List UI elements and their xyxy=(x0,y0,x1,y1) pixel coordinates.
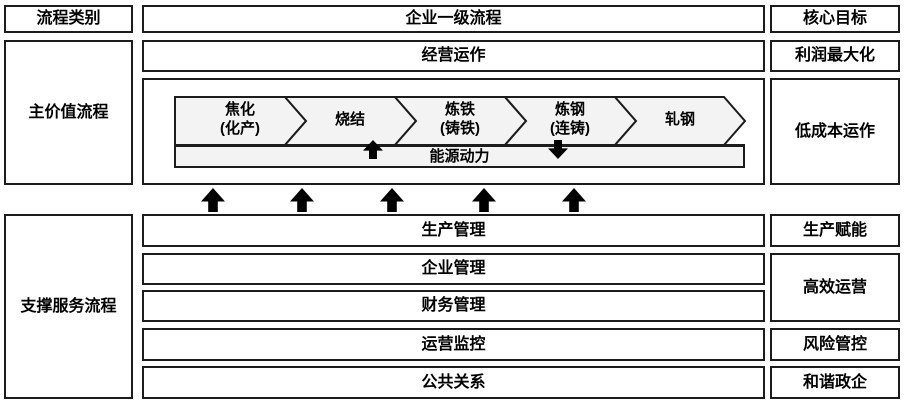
main-value-flow-box: 焦化 (化产) 烧结 炼铁 (铸铁) 炼钢 (连铸) 轧钢 能源动力 xyxy=(142,78,765,185)
row-label: 财务管理 xyxy=(421,297,486,315)
goal-label: 和谐政企 xyxy=(802,373,867,391)
header-core-goal-label: 核心目标 xyxy=(802,10,867,28)
support-up-arrow-icon xyxy=(201,188,225,212)
row-label: 公共关系 xyxy=(421,373,486,391)
row-public-relations: 公共关系 xyxy=(142,366,765,399)
goal-low-cost-operation: 低成本运作 xyxy=(770,78,900,185)
support-up-arrow-icon xyxy=(290,188,314,212)
goal-label: 低成本运作 xyxy=(794,122,875,140)
goal-label: 生产赋能 xyxy=(802,221,867,239)
goal-production-enablement: 生产赋能 xyxy=(770,214,900,247)
goal-label: 高效运营 xyxy=(802,278,867,296)
category-support-service: 支撑服务流程 xyxy=(4,214,133,399)
header-process-category: 流程类别 xyxy=(4,5,133,33)
row-finance-management: 财务管理 xyxy=(142,290,765,322)
row-enterprise-management: 企业管理 xyxy=(142,253,765,285)
row-label: 生产管理 xyxy=(421,221,486,239)
energy-power-bar: 能源动力 xyxy=(174,144,745,168)
category-main-value: 主价值流程 xyxy=(4,40,133,185)
row-label: 运营监控 xyxy=(421,335,486,353)
support-up-arrow-icon xyxy=(472,188,496,212)
support-up-arrow-icon xyxy=(562,188,586,212)
header-level1-process: 企业一级流程 xyxy=(142,5,765,33)
row-production-management: 生产管理 xyxy=(142,214,765,247)
header-process-category-label: 流程类别 xyxy=(36,10,101,28)
chevron-step-shape-coking xyxy=(174,96,308,146)
support-up-arrow-icon xyxy=(380,188,404,212)
category-main-value-label: 主价值流程 xyxy=(28,103,109,121)
header-core-goal: 核心目标 xyxy=(770,5,900,33)
row-label: 企业管理 xyxy=(421,260,486,278)
goal-profit-maximization: 利润最大化 xyxy=(770,40,900,72)
header-level1-process-label: 企业一级流程 xyxy=(405,10,502,28)
process-chevron-band xyxy=(174,96,746,146)
goal-label: 风险管控 xyxy=(802,335,867,353)
category-support-service-label: 支撑服务流程 xyxy=(20,297,117,315)
row-operations-monitoring: 运营监控 xyxy=(142,328,765,361)
energy-power-label: 能源动力 xyxy=(429,147,490,165)
row-business-operations-label: 经营运作 xyxy=(421,47,486,65)
goal-government-harmony: 和谐政企 xyxy=(770,366,900,399)
goal-label: 利润最大化 xyxy=(794,47,875,65)
goal-risk-control: 风险管控 xyxy=(770,328,900,361)
row-business-operations: 经营运作 xyxy=(142,40,765,72)
goal-efficient-operations: 高效运营 xyxy=(770,253,900,322)
